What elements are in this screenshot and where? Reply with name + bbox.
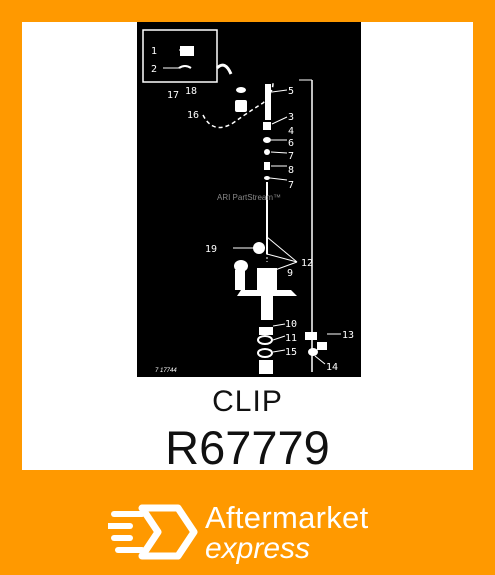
callout-17: 17 — [167, 90, 179, 101]
callout-2: 2 — [151, 64, 157, 75]
callout-19: 19 — [205, 244, 217, 255]
callout-7a: 7 — [288, 151, 294, 162]
callout-8: 8 — [288, 165, 294, 176]
callout-9: 9 — [287, 268, 293, 279]
callout-4: 4 — [288, 126, 294, 137]
callout-1: 1 — [151, 46, 157, 57]
callout-13: 13 — [342, 330, 354, 341]
brand-name-line2: express — [205, 532, 311, 565]
callout-18: 18 — [185, 86, 197, 97]
brand-footer: Aftermarket express — [0, 492, 495, 575]
parts-diagram: 1 2 17 18 16 5 3 4 6 7 8 7 19 12 9 10 11… — [137, 22, 361, 377]
product-card: 1 2 17 18 16 5 3 4 6 7 8 7 19 12 9 10 11… — [22, 22, 473, 474]
callout-7b: 7 — [288, 180, 294, 191]
callout-15: 15 — [285, 347, 297, 358]
figure-id: 7 17744 — [155, 368, 177, 374]
callout-14: 14 — [326, 362, 338, 373]
callout-6: 6 — [288, 138, 294, 149]
callout-16: 16 — [187, 110, 199, 121]
part-number: R67779 — [165, 421, 330, 474]
exploded-view-drawing: 1 2 17 18 16 5 3 4 6 7 8 7 19 12 9 10 11… — [142, 29, 354, 374]
callout-3: 3 — [288, 112, 294, 123]
part-name: CLIP — [212, 385, 283, 418]
callout-12: 12 — [301, 258, 313, 269]
callout-11: 11 — [285, 333, 297, 344]
callout-10: 10 — [285, 319, 297, 330]
speed-hexagon-icon — [108, 504, 198, 560]
brand-name-line1: Aftermarket — [205, 500, 369, 535]
callout-5: 5 — [288, 86, 294, 97]
watermark: ARI PartStream™ — [217, 193, 281, 202]
